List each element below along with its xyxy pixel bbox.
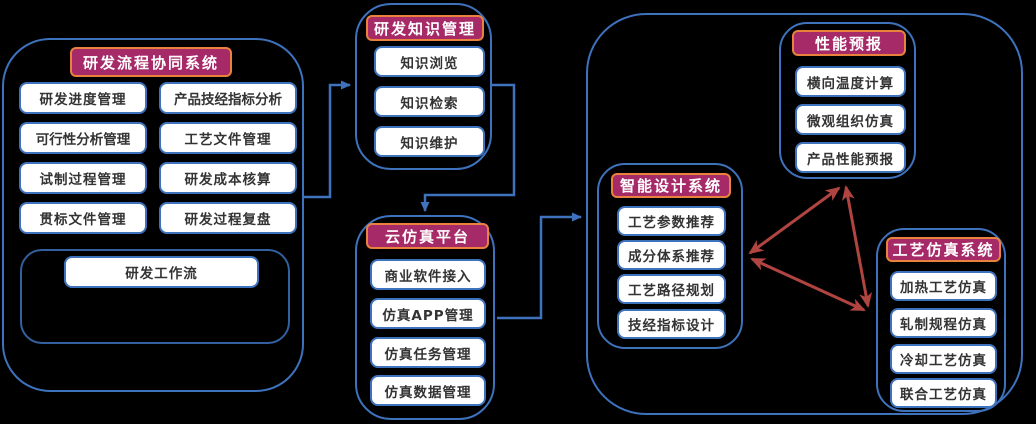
rd-process-item: 研发进度管理 — [19, 82, 147, 114]
smart-design-container: 智能设计系统 工艺参数推荐 成分体系推荐 工艺路径规划 技经指标设计 — [597, 163, 743, 349]
process-sim-item: 冷却工艺仿真 — [890, 344, 997, 374]
workflow-subcontainer: 研发工作流 — [20, 249, 290, 344]
knowledge-title: 研发知识管理 — [366, 15, 484, 41]
knowledge-container: 研发知识管理 知识浏览 知识检索 知识维护 — [355, 3, 492, 170]
rd-process-item: 试制过程管理 — [19, 162, 147, 194]
cloud-sim-item: 仿真APP管理 — [370, 298, 486, 329]
process-sim-item: 加热工艺仿真 — [890, 271, 997, 301]
rd-process-item: 研发过程复盘 — [159, 202, 297, 234]
cloud-sim-item: 仿真数据管理 — [370, 375, 486, 406]
cloud-sim-item: 仿真任务管理 — [370, 337, 486, 368]
smart-design-item: 工艺参数推荐 — [617, 206, 726, 236]
performance-container: 性能预报 横向温度计算 微观组织仿真 产品性能预报 — [779, 22, 916, 179]
rd-process-item: 可行性分析管理 — [19, 122, 147, 154]
knowledge-item: 知识维护 — [374, 126, 485, 157]
rd-process-item: 贯标文件管理 — [19, 202, 147, 234]
rd-process-item: 工艺文件管理 — [159, 122, 297, 154]
smart-design-title: 智能设计系统 — [611, 173, 731, 198]
knowledge-item: 知识浏览 — [374, 46, 485, 77]
rd-process-item: 产品技经指标分析 — [159, 82, 297, 114]
smart-design-item: 技经指标设计 — [617, 309, 726, 339]
rd-workflow-node: 研发工作流 — [64, 256, 259, 288]
cloud-sim-item: 商业软件接入 — [370, 259, 486, 290]
smart-design-item: 工艺路径规划 — [617, 274, 726, 304]
rd-process-title: 研发流程协同系统 — [70, 47, 232, 77]
process-sim-item: 轧制规程仿真 — [890, 308, 997, 338]
knowledge-item: 知识检索 — [374, 86, 485, 117]
performance-item: 微观组织仿真 — [795, 104, 906, 135]
connector-process-to-knowledge — [304, 80, 351, 199]
performance-item: 横向温度计算 — [795, 66, 906, 97]
process-sim-item: 联合工艺仿真 — [890, 378, 997, 408]
relation-design-processsim — [750, 257, 866, 312]
rd-process-item: 研发成本核算 — [159, 162, 297, 194]
performance-title: 性能预报 — [792, 30, 906, 56]
rd-process-container: 研发流程协同系统 研发进度管理 产品技经指标分析 可行性分析管理 工艺文件管理 … — [2, 38, 304, 392]
performance-item: 产品性能预报 — [795, 142, 906, 173]
process-sim-container: 工艺仿真系统 加热工艺仿真 轧制规程仿真 冷却工艺仿真 联合工艺仿真 — [876, 228, 1006, 412]
relation-design-performance — [748, 186, 841, 255]
connector-knowledge-to-cloud — [420, 83, 516, 212]
connector-cloud-to-design-group — [497, 212, 582, 320]
process-sim-title: 工艺仿真系统 — [886, 237, 1001, 262]
cloud-sim-title: 云仿真平台 — [366, 223, 489, 249]
design-simulation-group-container — [586, 13, 1023, 415]
cloud-sim-container: 云仿真平台 商业软件接入 仿真APP管理 仿真任务管理 仿真数据管理 — [355, 215, 495, 420]
smart-design-item: 成分体系推荐 — [617, 240, 726, 270]
